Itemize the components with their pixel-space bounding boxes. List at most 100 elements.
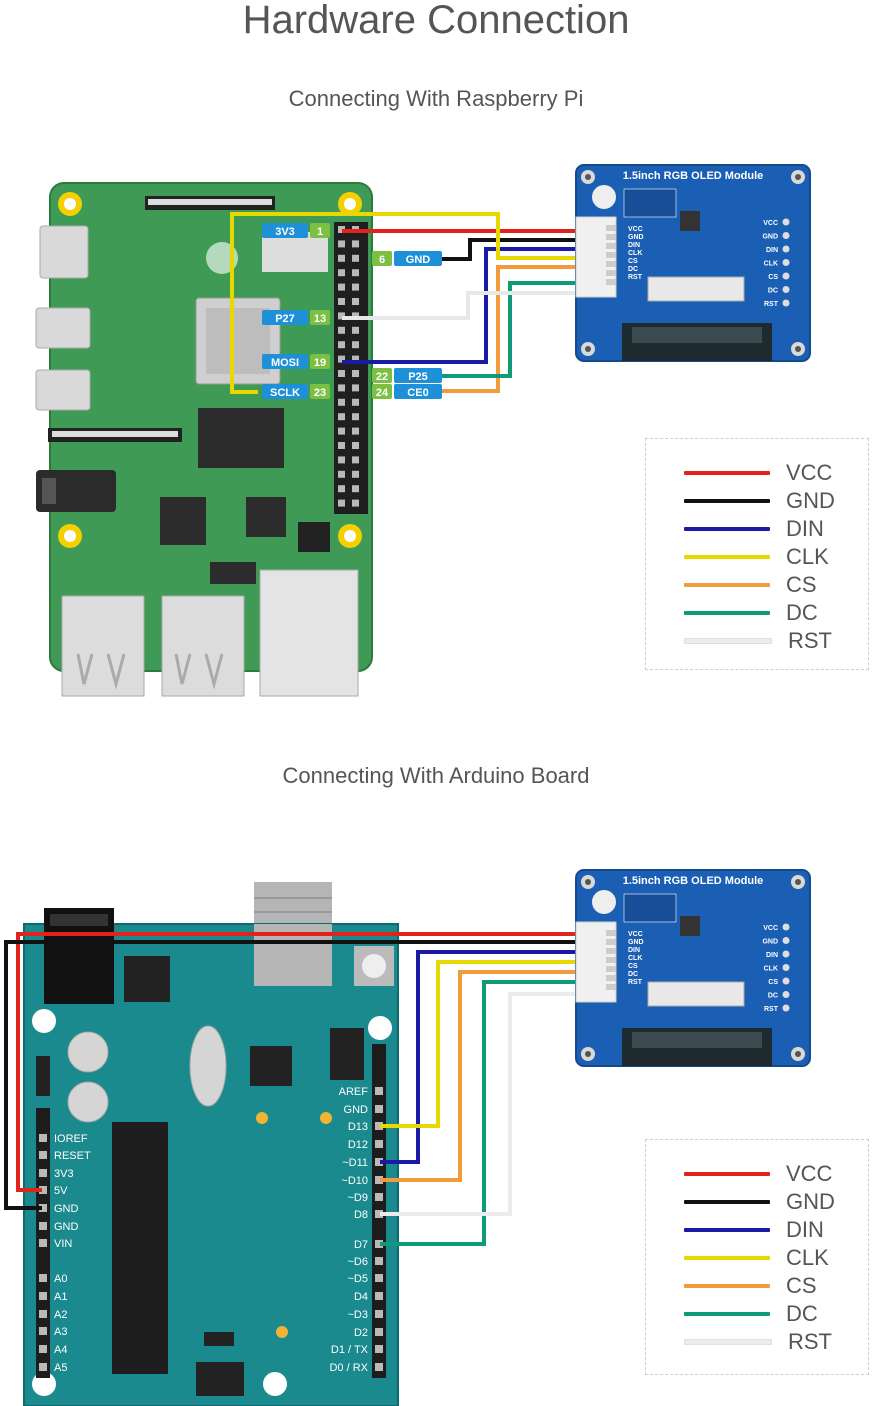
gpio-pin [338,312,345,320]
gpio-pin [352,312,359,320]
legend-color-swatch [684,638,772,644]
gpio-pin [338,499,345,507]
header-pin [39,1327,47,1335]
module-side-label: VCC [763,925,778,932]
legend-item: VCC [684,1161,832,1186]
page-title: Hardware Connection [242,0,630,42]
legend-label: DIN [786,1217,824,1242]
module-pin-label: DC [628,971,638,978]
pin-label-p27: P27 [275,313,295,325]
header-label: D0 / RX [329,1362,368,1374]
pin-num-1: 1 [317,226,323,238]
header-pin [375,1292,383,1300]
raspberry-pi-board [35,182,373,697]
legend-color-swatch [684,499,770,503]
header-label: ~D6 [348,1256,369,1268]
pin-num-13: 13 [314,313,326,325]
wire-dc [442,281,610,378]
header-label: D2 [354,1327,368,1339]
header-label: D8 [354,1209,368,1221]
legend-color-swatch [684,555,770,559]
legend-item: CLK [684,544,829,569]
legend-item: GND [684,488,835,513]
module-pin-label: DC [628,266,638,273]
module-side-label: DC [768,288,778,295]
legend-item: VCC [684,460,832,485]
gpio-pin [352,499,359,507]
rpi-wires [230,212,610,394]
module-pin-label: CLK [628,955,642,962]
wire-color-legend: VCC GND DIN CLK CS DC RST [645,438,869,670]
legend-color-swatch [684,1284,770,1288]
header-pin [375,1257,383,1265]
wire-cs [380,970,610,1182]
wire-din [380,950,610,1164]
header-pin [39,1222,47,1230]
legend-color-swatch [684,471,770,475]
legend-label: DC [786,600,818,625]
module-side-label: DIN [766,247,778,254]
legend-item: DC [684,600,818,625]
wire-gnd [4,940,610,1210]
gpio-pin [338,456,345,464]
module-side-label: RST [764,301,779,308]
header-pin [375,1328,383,1336]
module-side-label: RST [764,1006,779,1013]
gpio-pin [352,427,359,435]
header-label: RESET [54,1150,91,1162]
module-side-label: DIN [766,952,778,959]
gpio-pin [352,326,359,334]
pin-label-mosi: MOSI [271,357,299,369]
module-side-label: DC [768,993,778,1000]
header-label: AREF [339,1086,369,1098]
module-title: 1.5inch RGB OLED Module [623,170,764,182]
gpio-pin [352,355,359,363]
module-side-label: GND [762,234,778,241]
header-label: ~D11 [342,1157,368,1169]
legend-label: DC [786,1301,818,1326]
module-pin-label: RST [628,979,643,986]
header-pin [375,1274,383,1282]
header-label: ~D10 [341,1175,368,1187]
legend-label: CS [786,1273,817,1298]
legend-item: RST [684,628,832,653]
header-pin [375,1158,383,1166]
gpio-pin [352,254,359,262]
pin-label-3v3: 3V3 [275,226,295,238]
legend-color-swatch [684,1200,770,1204]
legend-item: DC [684,1301,818,1326]
legend-label: DIN [786,516,824,541]
pin-label-sclk: SCLK [270,387,300,399]
module-side-label: GND [762,939,778,946]
module-side-label: VCC [763,220,778,227]
header-pin [39,1151,47,1159]
legend-item: CS [684,572,817,597]
header-label: D1 / TX [331,1344,369,1356]
header-label: D13 [348,1121,368,1133]
module-pin-label: RST [628,274,643,281]
wire-rst [380,992,610,1216]
module-pin-label: CS [628,258,638,265]
legend-item: DIN [684,1217,824,1242]
gpio-pin [352,240,359,248]
arduino-digital-header-pins [375,1087,383,1371]
header-pin [375,1210,383,1218]
module-side-label: CLK [764,261,778,268]
gpio-pin [338,269,345,277]
gpio-pin [352,398,359,406]
header-pin [39,1363,47,1371]
legend-label: CLK [786,1245,829,1270]
legend-color-swatch [684,1339,772,1345]
gpio-pin [352,269,359,277]
legend-item: CLK [684,1245,829,1270]
header-pin [39,1274,47,1282]
header-pin [375,1176,383,1184]
legend-item: RST [684,1329,832,1354]
gpio-pin [338,370,345,377]
raspberry-pi-diagram: 3V3 1 6 GND P27 13 MOSI 19 SCLK 23 22 P2… [35,164,811,697]
gpio-pin [338,226,345,233]
pin-num-19: 19 [314,357,326,369]
